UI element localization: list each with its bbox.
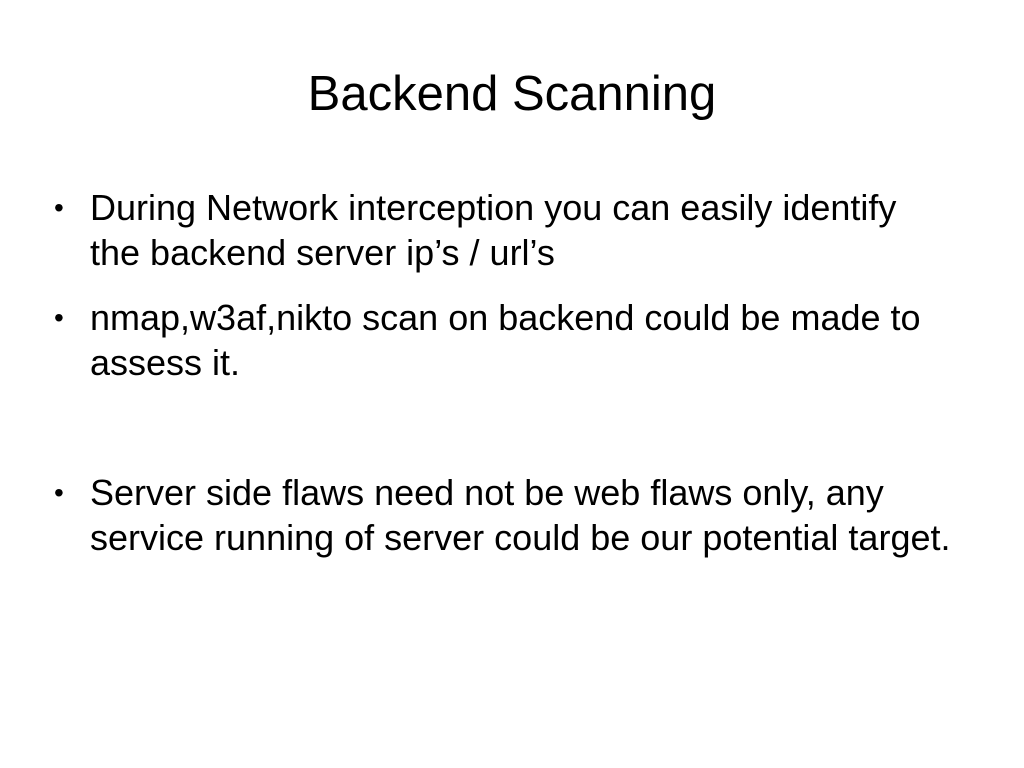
bullet-item: • nmap,w3af,nikto scan on backend could … [54, 295, 954, 385]
bullet-text: Server side flaws need not be web flaws … [90, 472, 951, 558]
slide-title: Backend Scanning [307, 67, 717, 121]
bullet-text: During Network interception you can easi… [90, 187, 897, 273]
bullet-item: • Server side flaws need not be web flaw… [54, 470, 954, 560]
bullet-icon: • [54, 192, 64, 223]
bullet-item: • During Network interception you can ea… [54, 185, 954, 275]
bullet-icon: • [54, 302, 64, 333]
bullet-text: nmap,w3af,nikto scan on backend could be… [90, 297, 921, 383]
bullet-icon: • [54, 477, 64, 508]
